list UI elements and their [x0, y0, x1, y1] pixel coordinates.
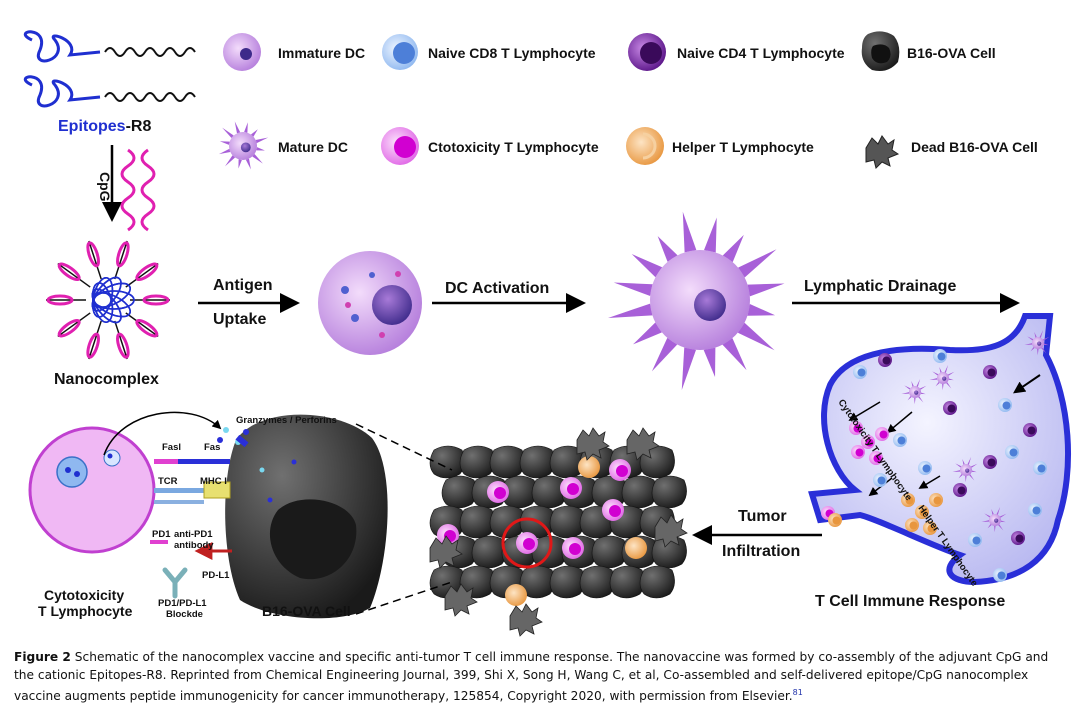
immune-synapse [28, 411, 388, 619]
legend-immature-dc-icon [223, 33, 261, 71]
immature-dc-cell [318, 251, 422, 355]
t-cell-response-label: T Cell Immune Response [815, 593, 1005, 610]
lymph-node-cells [821, 329, 1050, 582]
legend-ctotoxicity: Ctotoxicity T Lymphocyte [428, 139, 599, 155]
legend-helper-icon [626, 127, 664, 165]
blockade-label-1: PD1/PD-L1 [158, 598, 207, 609]
dc-activation-label: DC Activation [445, 280, 549, 297]
mhc-label: MHC I [200, 476, 227, 487]
legend-naive-cd4-icon [628, 33, 666, 71]
zoom-line-bottom [355, 581, 453, 615]
caption-text: Schematic of the nanocomplex vaccine and… [14, 650, 1049, 704]
nanocomplex-label: Nanocomplex [54, 371, 159, 388]
legend-b16-ova: B16-OVA Cell [907, 45, 996, 61]
mature-dc-cell [608, 211, 785, 390]
tcr-label: TCR [158, 476, 178, 487]
granzymes-label: Granzymes / Perforins [236, 415, 337, 426]
lymphatic-drainage-label: Lymphatic Drainage [804, 278, 956, 295]
antibody-label: antibody [174, 540, 214, 551]
synapse-cyto-label-1: Cytotoxicity [44, 587, 124, 603]
infiltration-label: Infiltration [722, 543, 800, 560]
legend-mature-dc-icon [218, 121, 269, 170]
legend-immature-dc: Immature DC [278, 45, 365, 61]
figure-diagram: Epitopes-R8 CpG Nanocomplex Immature DC … [23, 30, 1071, 637]
legend-ctl-icon [381, 127, 419, 165]
synapse-b16-label: B16-OVA Cell [262, 603, 351, 619]
legend-dead-b16: Dead B16-OVA Cell [911, 139, 1038, 155]
synapse-cyto-label-2: T Lymphocyte [38, 603, 133, 619]
tumor-label: Tumor [738, 508, 787, 525]
highlight-circle [501, 517, 553, 569]
legend: Immature DC Naive CD8 T Lymphocyte Naive… [218, 31, 1038, 170]
antigen-label: Antigen [213, 277, 273, 294]
blockade-label-2: Blockde [166, 609, 203, 620]
cpg-label: CpG [97, 172, 113, 202]
tumor-cluster [429, 427, 688, 637]
fasl-label: Fasl [162, 442, 181, 453]
anti-pd1-label: anti-PD1 [174, 529, 213, 540]
zoom-line-top [355, 423, 453, 471]
legend-dead-b16-icon [865, 135, 900, 169]
caption-label: Figure 2 [14, 650, 71, 664]
pdl1-label: PD-L1 [202, 570, 230, 581]
legend-naive-cd8-icon [382, 34, 418, 70]
legend-naive-cd4: Naive CD4 T Lymphocyte [677, 45, 845, 61]
uptake-label: Uptake [213, 311, 266, 328]
caption-ref: 81 [792, 688, 803, 697]
epitope-molecules [23, 30, 196, 108]
cpg-helix-icon [120, 148, 156, 232]
legend-naive-cd8: Naive CD8 T Lymphocyte [428, 45, 596, 61]
pd1-label: PD1 [152, 529, 171, 540]
epitopes-label: Epitopes-R8 [58, 118, 151, 135]
legend-mature-dc: Mature DC [278, 139, 348, 155]
legend-b16-ova-icon [861, 31, 900, 71]
legend-helper: Helper T Lymphocyte [672, 139, 814, 155]
figure-caption: Figure 2 Schematic of the nanocomplex va… [14, 648, 1066, 705]
nanocomplex-icon [46, 240, 170, 360]
lymph-node [808, 313, 1071, 586]
fas-label: Fas [204, 442, 220, 453]
